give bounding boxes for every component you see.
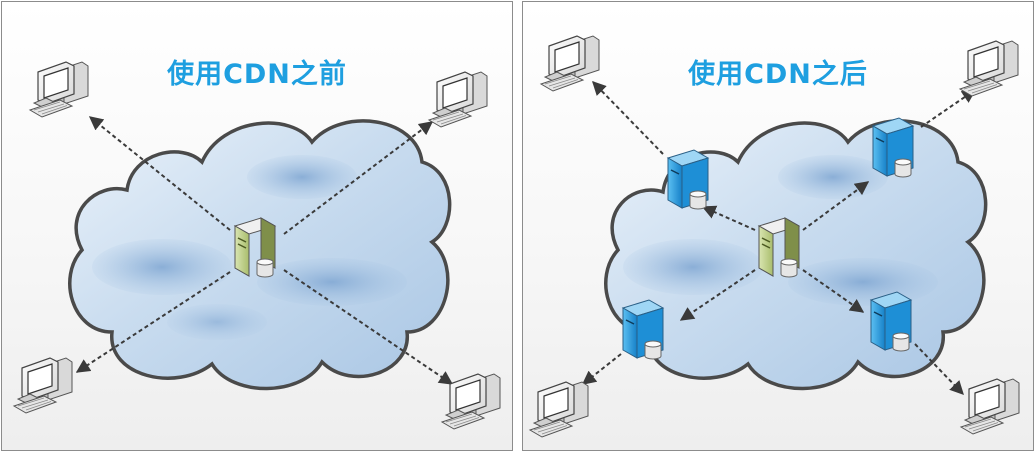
edge-to-client-top-right <box>920 89 977 128</box>
origin-to-edge-top-left <box>701 205 756 231</box>
panel-before-cdn: 使用CDN之前 <box>1 1 513 451</box>
connector-to-client-bottom-right <box>283 269 454 385</box>
panel-title-after: 使用CDN之后 <box>688 59 868 90</box>
origin-server-icon <box>234 217 276 278</box>
client-computer-icon-bottom-left <box>13 357 73 414</box>
network-cloud-icon <box>68 119 452 391</box>
connector-lines <box>75 116 454 385</box>
connector-to-client-top-left <box>88 116 231 231</box>
origin-server-icon <box>758 217 800 278</box>
cdn-edge-server-icon-bottom-right <box>869 291 913 352</box>
cdn-edge-server-icon-top-right <box>871 117 915 178</box>
client-computer-icon-bottom-left <box>529 381 589 438</box>
edge-to-client-bottom-right <box>914 343 964 396</box>
client-computer-icon-top-left <box>540 35 600 92</box>
edge-to-client-bottom-left <box>581 353 622 385</box>
client-computer-icon-top-right <box>959 40 1019 97</box>
connector-to-client-top-right <box>283 121 434 235</box>
connector-to-client-bottom-left <box>75 271 231 373</box>
client-computer-icon-top-right <box>428 71 488 128</box>
diagram-after <box>529 35 1020 438</box>
cdn-edge-server-icon-top-left <box>666 149 710 210</box>
cdn-edge-server-icon-bottom-left <box>621 299 665 360</box>
origin-to-edge-bottom-left <box>679 269 756 321</box>
client-computer-icon-top-left <box>29 61 89 118</box>
diagram-before <box>13 61 501 430</box>
client-computer-icon-bottom-right <box>441 373 501 430</box>
origin-to-edge-bottom-right <box>802 269 865 313</box>
edge-to-client-top-left <box>592 80 664 155</box>
client-computer-icon-bottom-right <box>960 378 1020 435</box>
panel-title-before: 使用CDN之前 <box>167 59 347 90</box>
panel-after-cdn: 使用CDN之后 <box>522 1 1034 451</box>
connector-lines <box>581 80 977 396</box>
